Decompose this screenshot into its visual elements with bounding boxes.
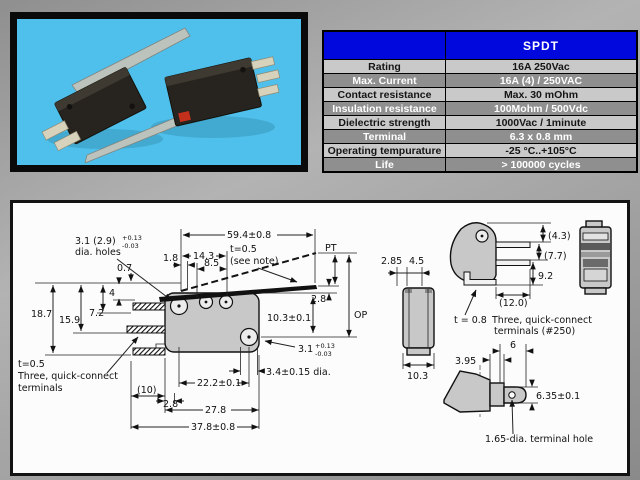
dim-4-5: 4.5 — [409, 256, 424, 267]
dim-7-2: 7.2 — [89, 308, 104, 319]
dim-10-3-side: 10.3 — [407, 371, 428, 382]
spec-value: 100Mohm / 500Vdc — [445, 101, 638, 116]
dim-10-3: 10.3±0.1 — [267, 313, 311, 324]
microswitch-right — [84, 56, 281, 163]
spec-header-row: SPDT — [322, 30, 638, 60]
dim-27-8: 27.8 — [205, 405, 226, 416]
spec-label: Max. Current — [322, 73, 446, 88]
dim-37-8: 37.8±0.8 — [191, 422, 235, 433]
dim-15-9: 15.9 — [59, 315, 80, 326]
lever-thickness: t=0.5 — [230, 244, 257, 255]
dim-3-95: 3.95 — [455, 356, 476, 367]
spec-value: 16A (4) / 250VAC — [445, 73, 638, 88]
terminal-hole-note: 1.65-dia. terminal hole — [485, 434, 593, 445]
dim-12-0: (12.0) — [499, 298, 528, 309]
table-row: Operating tempurature -25 °C..+105°C — [322, 143, 638, 158]
dim-3-4-dia: 3.4±0.15 dia. — [266, 367, 331, 378]
dimension-drawing-panel: 59.4±0.8 14.3 8.5 1.8 t=0.5 (see note) 3… — [10, 200, 630, 476]
spec-value: > 100000 cycles — [445, 157, 638, 173]
table-row: Rating 16A 250Vac — [322, 59, 638, 74]
dim-1-8: 1.8 — [163, 253, 178, 264]
drawing-labels: 59.4±0.8 14.3 8.5 1.8 t=0.5 (see note) 3… — [17, 230, 593, 445]
microswitch-left — [41, 27, 191, 152]
dim-22-2: 22.2±0.1 — [197, 378, 241, 389]
table-row: Life > 100000 cycles — [322, 157, 638, 173]
spec-label: Contact resistance — [322, 87, 446, 102]
dim-8-5: 8.5 — [204, 258, 219, 269]
spec-label: Operating tempurature — [322, 143, 446, 158]
dim-14-3: 14.3 — [193, 251, 214, 262]
dim-4: 4 — [109, 288, 115, 299]
lever-see-note: (see note) — [230, 256, 278, 267]
table-row: Terminal 6.3 x 0.8 mm — [322, 129, 638, 144]
spec-value: 16A 250Vac — [445, 59, 638, 74]
actuator-view — [443, 344, 538, 435]
dim-overall-length: 59.4±0.8 — [227, 230, 271, 241]
spec-label: Terminal — [322, 129, 446, 144]
spec-header-type: SPDT — [445, 30, 638, 60]
spec-value: Max. 30 mOhm — [445, 87, 638, 102]
rear-note-t: t = 0.8 — [454, 315, 487, 326]
dim-6-35: 6.35±0.1 — [536, 391, 580, 402]
dim-2-8-right: 2.8 — [311, 294, 326, 305]
spec-value: 6.3 x 0.8 mm — [445, 129, 638, 144]
holes-tol-minus: -0.03 — [122, 242, 139, 250]
product-photo — [17, 19, 301, 165]
product-photo-frame — [10, 12, 308, 172]
side-view — [388, 267, 435, 369]
dimension-drawing: 59.4±0.8 14.3 8.5 1.8 t=0.5 (see note) 3… — [17, 220, 612, 445]
table-row: Insulation resistance 100Mohm / 500Vdc — [322, 101, 638, 116]
main-view — [126, 252, 318, 356]
dim-0-7: 0.7 — [117, 263, 132, 274]
spec-value: -25 °C..+105°C — [445, 143, 638, 158]
table-row: Dielectric strength 1000Vac / 1minute — [322, 115, 638, 130]
rear-view — [449, 222, 551, 316]
spec-table: SPDT Rating 16A 250Vac Max. Current 16A … — [322, 30, 638, 173]
dim-2-85: 2.85 — [381, 256, 402, 267]
label-op: OP — [354, 310, 367, 321]
dim-7-7: (7.7) — [544, 251, 567, 262]
spec-label: Life — [322, 157, 446, 173]
hole-tol-minus: -0.03 — [315, 350, 332, 358]
dim-9-2: 9.2 — [538, 271, 553, 282]
hole-3-1: 3.1 — [298, 344, 313, 355]
top-view — [579, 220, 612, 295]
hole-tol-plus: +0.13 — [315, 342, 335, 350]
spec-label: Insulation resistance — [322, 101, 446, 116]
dim-18-7: 18.7 — [31, 309, 52, 320]
table-row: Max. Current 16A (4) / 250VAC — [322, 73, 638, 88]
terminals-note-t: t=0.5 — [18, 359, 45, 370]
rear-note-1: Three, quick-connect — [491, 315, 592, 326]
spec-value: 1000Vac / 1minute — [445, 115, 638, 130]
label-pt: PT — [325, 243, 337, 254]
lever-rest — [159, 285, 318, 302]
main-view-dimensions — [35, 229, 357, 430]
holes-note: dia. holes — [75, 247, 121, 258]
microswitch-photo-illustration — [41, 27, 281, 163]
holes-tol-plus: +0.13 — [122, 234, 142, 242]
dim-4-3: (4.3) — [548, 231, 571, 242]
terminals-note-1: Three, quick-connect — [17, 371, 118, 382]
spec-label: Dielectric strength — [322, 115, 446, 130]
table-row: Contact resistance Max. 30 mOhm — [322, 87, 638, 102]
spec-label: Rating — [322, 59, 446, 74]
dim-10-paren: (10) — [137, 385, 157, 396]
holes-dia: 3.1 (2.9) — [75, 236, 116, 247]
rear-note-2: terminals (#250) — [494, 326, 575, 337]
dim-2-8-bottom: 2.8 — [163, 399, 178, 410]
terminals-note-2: terminals — [18, 383, 63, 394]
spec-header-empty — [322, 30, 446, 60]
dim-6: 6 — [510, 340, 516, 351]
lever-free — [180, 252, 317, 292]
